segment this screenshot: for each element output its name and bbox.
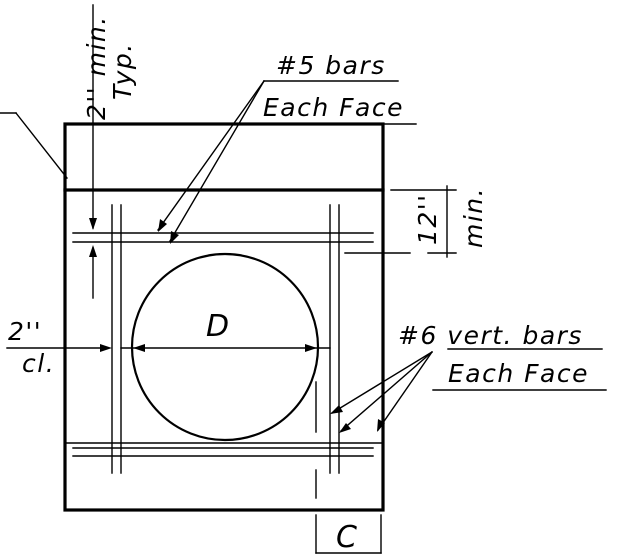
leader-6-bars: [330, 348, 607, 433]
label-cl: cl.: [22, 349, 55, 378]
vertical-bars-right: [329, 204, 340, 474]
label-12in: 12'': [413, 193, 442, 245]
leader-5-bars: [157, 80, 417, 244]
horizontal-bars-bottom: [72, 447, 374, 457]
horizontal-bars-top: [72, 232, 374, 243]
vertical-bars-left: [111, 204, 122, 474]
label-2in: 2'': [8, 317, 42, 346]
label-diameter: D: [206, 309, 229, 344]
dimension-diameter: [120, 344, 331, 352]
leader-top-left: [0, 112, 68, 179]
label-5-bars: #5 bars: [276, 51, 386, 80]
dimension-c: [315, 381, 382, 554]
dimension-2in-cl: [6, 344, 112, 352]
label-typ: Typ.: [108, 42, 137, 100]
circular-opening: [130, 252, 320, 442]
label-c: C: [336, 520, 357, 555]
label-2in-min: 2'' min.: [82, 15, 111, 120]
label-min-short: min.: [459, 187, 488, 248]
label-6-bars: #6 vert. bars: [398, 321, 583, 350]
dimension-12in-min: [344, 185, 457, 258]
label-each-face-bottom: Each Face: [448, 359, 589, 388]
label-each-face-top: Each Face: [263, 93, 404, 122]
dimension-2in-min: [89, 4, 97, 299]
